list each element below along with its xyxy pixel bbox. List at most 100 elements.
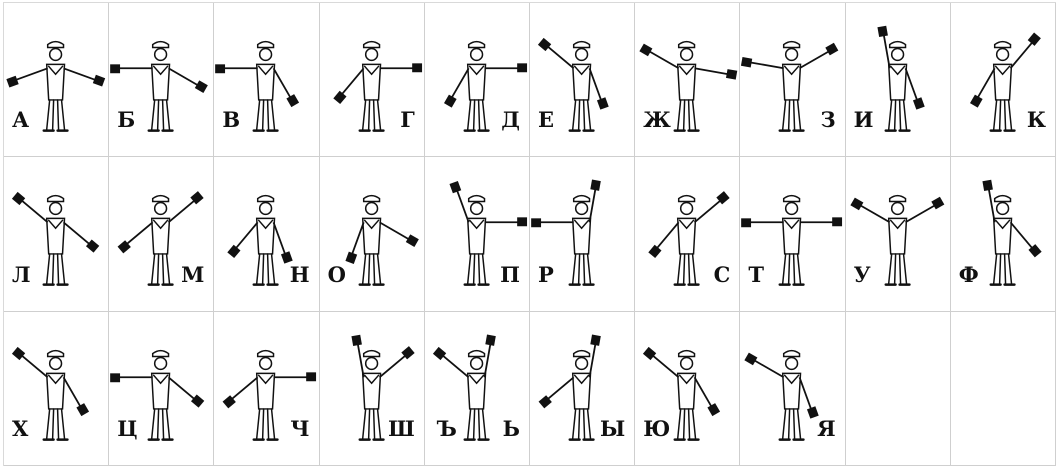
- arm: [695, 201, 721, 223]
- flag-icon: [191, 394, 204, 407]
- flag-icon: [93, 75, 105, 87]
- flag-icon: [741, 57, 752, 67]
- flag-icon: [643, 347, 656, 360]
- letter-label: К: [1027, 109, 1046, 130]
- flag-icon: [590, 180, 600, 191]
- letter-label: Ъ: [437, 418, 457, 439]
- sailor-figure: [359, 196, 383, 285]
- flag-icon: [931, 197, 944, 210]
- semaphore-figure-icon: [425, 157, 529, 310]
- letter-label: Ы: [600, 418, 625, 439]
- semaphore-figure-icon: [951, 157, 1055, 310]
- arm: [452, 68, 469, 97]
- semaphore-cell: С: [635, 157, 740, 311]
- flag-icon: [12, 347, 25, 360]
- flag-icon: [449, 181, 461, 193]
- semaphore-cell: О: [320, 157, 425, 311]
- arm: [751, 62, 784, 68]
- arm: [236, 223, 258, 249]
- semaphore-cell: Ш: [320, 312, 425, 466]
- semaphore-figure-icon: [846, 3, 950, 156]
- flag-icon: [86, 240, 99, 253]
- semaphore-cell: Ы: [530, 312, 635, 466]
- sailor-figure: [780, 196, 804, 285]
- arm: [548, 377, 574, 399]
- sailor-figure: [44, 42, 68, 131]
- semaphore-cell: Ю: [635, 312, 740, 466]
- semaphore-figure-icon: [214, 3, 318, 156]
- sailor-figure: [885, 42, 909, 131]
- arm: [64, 377, 81, 406]
- arm: [905, 206, 934, 223]
- letter-label: Ю: [643, 418, 670, 439]
- letter-label: А: [12, 109, 29, 130]
- semaphore-figure-icon: [4, 157, 108, 310]
- sailor-figure: [149, 42, 173, 131]
- semaphore-figure-icon: [214, 312, 318, 465]
- semaphore-figure-icon: [635, 157, 739, 310]
- letter-label: Б: [117, 109, 135, 130]
- semaphore-cell: Ф: [951, 157, 1056, 311]
- semaphore-cell: Л: [4, 157, 109, 311]
- arm: [457, 191, 469, 223]
- sailor-figure: [254, 196, 278, 285]
- arm: [755, 360, 784, 377]
- semaphore-cell: Х: [4, 312, 109, 466]
- letter-label: Х: [12, 418, 28, 439]
- sailor-figure: [675, 196, 699, 285]
- arm: [590, 344, 596, 377]
- semaphore-cell: Ч: [214, 312, 319, 466]
- arm: [800, 377, 812, 409]
- semaphore-figure-icon: [740, 157, 844, 310]
- semaphore-cell: Н: [214, 157, 319, 311]
- semaphore-cell: Р: [530, 157, 635, 311]
- arm: [657, 223, 679, 249]
- semaphore-figure-icon: [320, 157, 424, 310]
- letter-label: Л: [12, 264, 31, 285]
- semaphore-cell: В: [214, 3, 319, 157]
- flag-icon: [826, 43, 839, 56]
- letter-label: П: [500, 264, 520, 285]
- arm: [22, 355, 48, 377]
- letter-label: В: [222, 109, 240, 130]
- sailor-figure: [254, 350, 278, 439]
- arm: [443, 355, 469, 377]
- flag-icon: [405, 235, 418, 248]
- semaphore-cell: З: [740, 3, 845, 157]
- semaphore-cell: Д: [425, 3, 530, 157]
- sailor-figure: [149, 350, 173, 439]
- sailor-figure: [570, 42, 594, 131]
- arm: [883, 35, 889, 68]
- arm: [169, 68, 198, 85]
- arm: [695, 377, 712, 406]
- semaphore-cell: Б: [109, 3, 214, 157]
- semaphore-cell: Ж: [635, 3, 740, 157]
- arm: [860, 206, 889, 223]
- semaphore-figure-icon: [425, 3, 529, 156]
- semaphore-figure-icon: [740, 3, 844, 156]
- flag-icon: [485, 334, 495, 345]
- flag-icon: [877, 26, 887, 37]
- semaphore-figure-icon: [109, 3, 213, 156]
- semaphore-figure-icon: [320, 312, 424, 465]
- sailor-figure: [44, 350, 68, 439]
- flag-icon: [195, 80, 208, 93]
- letter-label: У: [854, 264, 871, 285]
- arm: [989, 189, 995, 222]
- arm: [650, 51, 679, 68]
- flag-icon: [742, 219, 752, 228]
- arm: [357, 344, 363, 377]
- letter-label: Д: [501, 109, 520, 130]
- letter-label: М: [181, 264, 204, 285]
- arm: [64, 223, 90, 245]
- semaphore-cell: И: [846, 3, 951, 157]
- sailor-figure: [465, 42, 489, 131]
- letter-label: Ц: [117, 418, 137, 439]
- letter-label: З: [820, 109, 835, 130]
- letter-label: Ш: [388, 418, 415, 439]
- semaphore-figure-icon: [740, 312, 844, 465]
- sailor-figure: [359, 42, 383, 131]
- arm: [695, 68, 728, 74]
- arm: [590, 68, 602, 100]
